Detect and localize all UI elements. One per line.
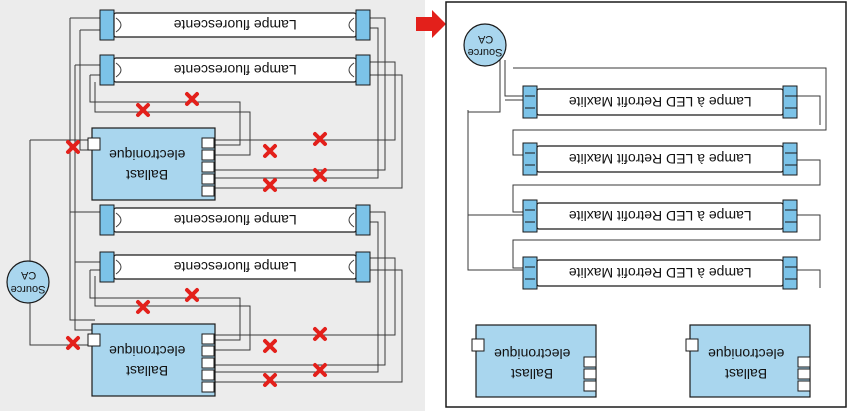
fluorescent-tube-3: Lampe fluorescente [99,204,371,236]
fluorescent-lamp-label: Lampe fluorescente [174,212,297,228]
source-label-line1: CA [20,269,36,281]
cross-mark [263,373,277,387]
source-label-line2: Source [468,46,503,58]
fluorescent-tube-1: Lampe fluorescente [99,9,371,41]
left-ballast-top: electronique Ballast [87,127,216,201]
ballast-label-line2: Ballast [126,363,168,379]
cross-mark [136,300,150,314]
left-wiring [29,17,403,383]
led-lamp-label: Lampe à LED Retrofit Maxlite [569,94,752,110]
fluorescent-lamp-label: Lampe fluorescente [174,62,297,78]
cross-mark [313,168,327,182]
led-lamp-label: Lampe à LED Retrofit Maxlite [569,265,752,281]
ballast-label-line2: Ballast [725,366,767,382]
right-ballast-left: electronique Ballast [471,324,597,398]
left-ballast-bottom: electronique Ballast [87,323,216,397]
led-lamp-label: Lampe à LED Retrofit Maxlite [569,208,752,224]
right-wiring [467,55,827,288]
source-label-line1: CA [477,33,493,45]
cross-mark [185,92,199,106]
cross-mark [136,103,150,117]
left-ac-source: CA Source [6,260,50,304]
transition-arrow [416,10,446,38]
ballast-label-line1: electronique [708,346,784,362]
fluorescent-tube-2: Lampe fluorescente [99,54,371,86]
ballast-label-line2: Ballast [126,167,168,183]
cross-mark [263,339,277,353]
right-ac-source: CA Source [463,23,507,67]
ballast-label-line1: electronique [109,343,185,359]
fluorescent-lamp-label: Lampe fluorescente [174,17,297,33]
cross-mark [66,336,80,350]
source-label-line2: Source [11,283,46,295]
cut-marks [66,92,327,387]
ballast-label-line1: electronique [494,346,570,362]
cross-mark [185,288,199,302]
fluorescent-tube-4: Lampe fluorescente [99,251,371,283]
led-lamp-label: Lampe à LED Retrofit Maxlite [569,151,752,167]
ballast-label-line1: electronique [109,147,185,163]
cross-mark [66,140,80,154]
cross-mark [263,178,277,192]
left-panel: Lampe fluorescente Lampe fluorescente La… [0,0,425,411]
cross-mark [313,327,327,341]
right-panel: Lampe à LED Retrofit Maxlite Lampe à LED… [445,1,847,408]
led-tube-4: Lampe à LED Retrofit Maxlite [522,256,798,290]
ballast-label-line2: Ballast [511,366,553,382]
led-tube-1: Lampe à LED Retrofit Maxlite [522,85,798,119]
led-tube-2: Lampe à LED Retrofit Maxlite [522,142,798,176]
cross-mark [313,363,327,377]
cross-mark [313,132,327,146]
cross-mark [263,144,277,158]
fluorescent-lamp-label: Lampe fluorescente [174,259,297,275]
led-tube-3: Lampe à LED Retrofit Maxlite [522,199,798,233]
right-ballast-right: electronique Ballast [685,324,811,398]
